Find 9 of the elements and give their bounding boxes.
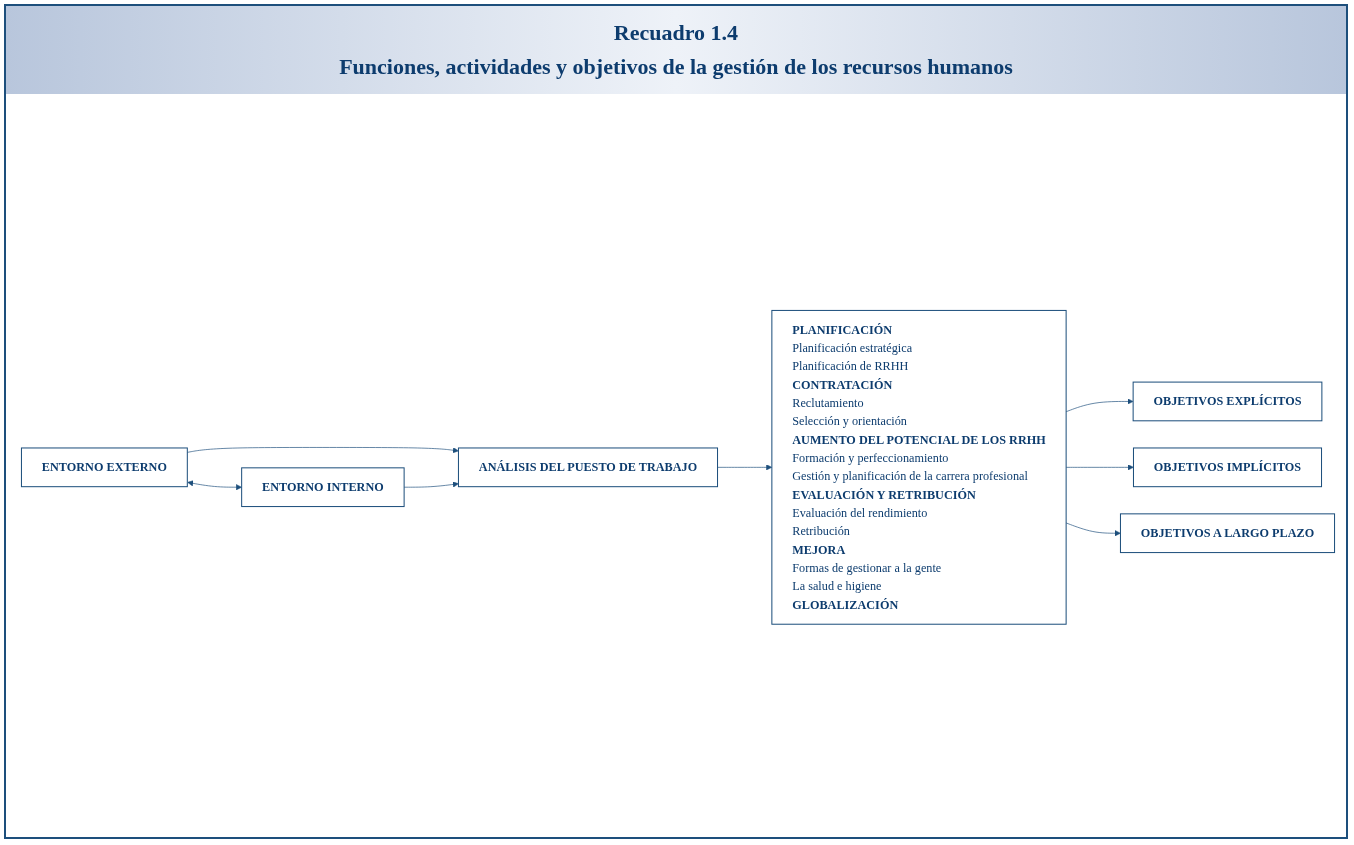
diagram-subtitle: Funciones, actividades y objetivos de la gestión de los recursos humanos [339,53,1013,81]
node-box: OBJETIVOS A LARGO PLAZO [1119,513,1336,553]
node-box: ENTORNO INTERNO [241,467,405,507]
node-box: PLANIFICACIÓN Planificación estratégica Planificación de RRHH CONTRATACIÓN Reclutamiento Selección y orientación AUMENTO DEL POTENCIAL DE LOS RRHH Formación y perfeccionamiento Gestión y planificación de la carrera profesional EVALUACIÓN Y RETRIBUCIÓN Evaluación del rendimiento Retribución MEJORA Formas de gestionar a la gente La salud e higiene GLOBALIZACIÓN [771,309,1067,625]
node-box: ENTORNO EXTERNO [20,447,188,487]
diagram-title: Recuadro 1.4 [613,19,739,47]
node-box: OBJETIVOS EXPLÍCITOS [1132,381,1323,421]
node-box: OBJETIVOS IMPLÍCITOS [1132,447,1323,487]
node-box: ANÁLISIS DEL PUESTO DE TRABAJO [457,447,719,487]
